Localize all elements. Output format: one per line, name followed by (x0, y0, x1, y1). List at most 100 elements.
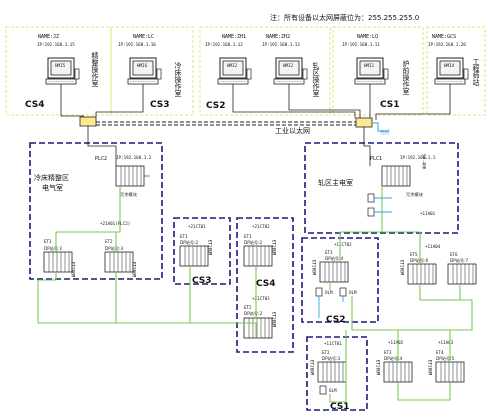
box-11ct02-addr: DP站号:4 (325, 255, 344, 262)
industrial-ethernet-line (96, 121, 356, 126)
fiber-links (318, 197, 392, 318)
box-11a04-et1: ET5 (410, 252, 418, 257)
ws-hmi-lc: HMI6 (137, 63, 148, 68)
ws-ip-jz: IP:192.168.1.15 (37, 42, 75, 47)
cs2-label-bottom: CS2 (326, 315, 346, 325)
workstation-box-zh (199, 26, 331, 116)
box-11a04-model: ET200M (400, 260, 405, 276)
cs3-label-mid: CS3 (192, 276, 212, 286)
box-11a02-station: +11A02 (388, 340, 404, 345)
box-11ct01-addr: DP站号:3 (322, 355, 341, 362)
left-et2-label: ET2 (105, 239, 113, 244)
box-11ct01-rack (317, 361, 347, 383)
box-11a03-et: ET4 (436, 350, 444, 355)
left-et1-model: ET200M (71, 262, 76, 278)
ws-name-lq: NAME:LQ (357, 34, 378, 40)
ethernet-switch-left (79, 116, 97, 127)
left-et2-addr: DP站号:3 (105, 245, 124, 252)
box-11ct02-olm1: OLM (325, 290, 333, 295)
box-11a04-station: +11A04 (425, 244, 441, 249)
box-21ct02-et: ET1 (244, 234, 252, 239)
profibus-lines (37, 186, 473, 403)
room-label-zh: 轧区操作室 (312, 61, 320, 97)
cs2-label-top: CS2 (206, 101, 226, 111)
ws-monitor-zh2 (273, 57, 308, 85)
box-11a03-addr: DP站号:5 (436, 355, 455, 362)
box-11ct02-olm2: OLM (349, 290, 357, 295)
right-plc-rack (381, 165, 411, 187)
left-et1-addr: DP站号:2 (44, 245, 63, 252)
left-plc-ip: IP:192.168.1.2 (116, 155, 152, 160)
box-21ct01-et: ET1 (180, 234, 188, 239)
box-21ct01-station: +21CT01 (188, 224, 206, 229)
ws-monitor-gcs (434, 57, 469, 85)
box-11a03-rack (435, 361, 465, 383)
room-label-jz: 精整操作室 (91, 51, 99, 87)
ws-name-jz: NAME:JZ (38, 34, 59, 40)
box-11ct01 (306, 336, 368, 411)
left-plc-ethernet-drop (87, 126, 117, 166)
right-room-title: 轧区主电室 (318, 178, 353, 187)
box-21ct01-rack (179, 245, 209, 267)
right-olm-b (367, 207, 375, 217)
left-room-title-1: 冷床精整区 (34, 173, 69, 182)
box-11ct01-olm: OLM (329, 388, 337, 393)
box-11ct01-et: ET2 (322, 350, 330, 355)
box-21ct02-03 (236, 217, 294, 353)
ws-hmi-zh2: HMI2 (283, 63, 294, 68)
box-11a03-station: +11A03 (438, 340, 454, 345)
right-station-label: +11A01 (420, 211, 436, 216)
ws-hmi-jz: HMI5 (55, 63, 66, 68)
box-21ct02-model: ET200M (272, 240, 277, 256)
box-21ct03-et: ET2 (244, 305, 252, 310)
ws-connection-lines (60, 84, 451, 120)
ws-monitor-zh1 (217, 57, 252, 85)
right-redundant-label: 冗余模块 (406, 191, 424, 198)
network-mask-note: 注：所有设备以太网屏蔽位为：255.255.255.0 (270, 13, 419, 22)
box-11ct02-rack (319, 261, 349, 283)
fiber-label: 光纤 (380, 129, 390, 136)
box-11ct02-model: ET200M (312, 260, 317, 276)
box-11a04-addr2: DP站号:7 (450, 257, 469, 264)
right-plc-side: S7-400 (422, 154, 427, 170)
ws-hmi-lq: HMI1 (364, 63, 375, 68)
ws-monitor-lc (127, 57, 162, 85)
box-11ct02-et: ET3 (325, 250, 333, 255)
box-11a03-model: ET200M (428, 360, 433, 376)
box-11a02-et: ET3 (384, 350, 392, 355)
box-11ct01-olm-box (319, 385, 327, 395)
left-room-title-2: 电气室 (42, 183, 63, 192)
room-label-lc: 冷床操作室 (174, 61, 182, 97)
ws-name-zh1: NAME:ZH1 (222, 34, 246, 40)
ws-name-gcs: NAME:GCS (432, 34, 456, 40)
box-11ct02-station: +11CT02 (334, 242, 352, 247)
box-11ct02-olm2-box (339, 287, 347, 297)
box-11a02-rack (383, 361, 413, 383)
ws-ip-gcs: IP:192.168.1.20 (428, 42, 466, 47)
box-11a04-rack1 (407, 263, 437, 285)
cs4-label-mid: CS4 (256, 279, 276, 289)
cs1-label-top: CS1 (380, 100, 400, 110)
right-electrical-room-box (304, 142, 459, 234)
left-redundant-label: 冗余模块 (120, 191, 138, 198)
ethernet-label: 工业以太网 (275, 126, 310, 135)
cs1-label-bottom: CS1 (330, 402, 350, 412)
ethernet-switch-right (355, 117, 373, 128)
left-et1-label: ET1 (44, 239, 52, 244)
workstation-box-lq (332, 26, 424, 116)
ws-ip-lq: IP:192.168.1.11 (342, 42, 380, 47)
box-21ct01 (173, 217, 231, 285)
box-21ct03-model: ET200M (272, 312, 277, 328)
box-11ct01-station: +11CT01 (324, 341, 342, 346)
left-plc-label: PLC2 (95, 156, 107, 162)
workstation-box-jz (5, 26, 112, 116)
box-21ct01-model: ET200M (208, 240, 213, 256)
left-et2-rack (104, 251, 134, 273)
ws-name-zh2: NAME:ZH2 (266, 34, 290, 40)
ws-hmi-zh1: HMI2 (227, 63, 238, 68)
right-plc-ip: IP:192.168.1.1 (400, 155, 436, 160)
box-21ct02-station: +21CT02 (252, 224, 270, 229)
ws-monitor-lq (354, 57, 389, 85)
box-11a04-addr1: DP站号:6 (410, 257, 429, 264)
